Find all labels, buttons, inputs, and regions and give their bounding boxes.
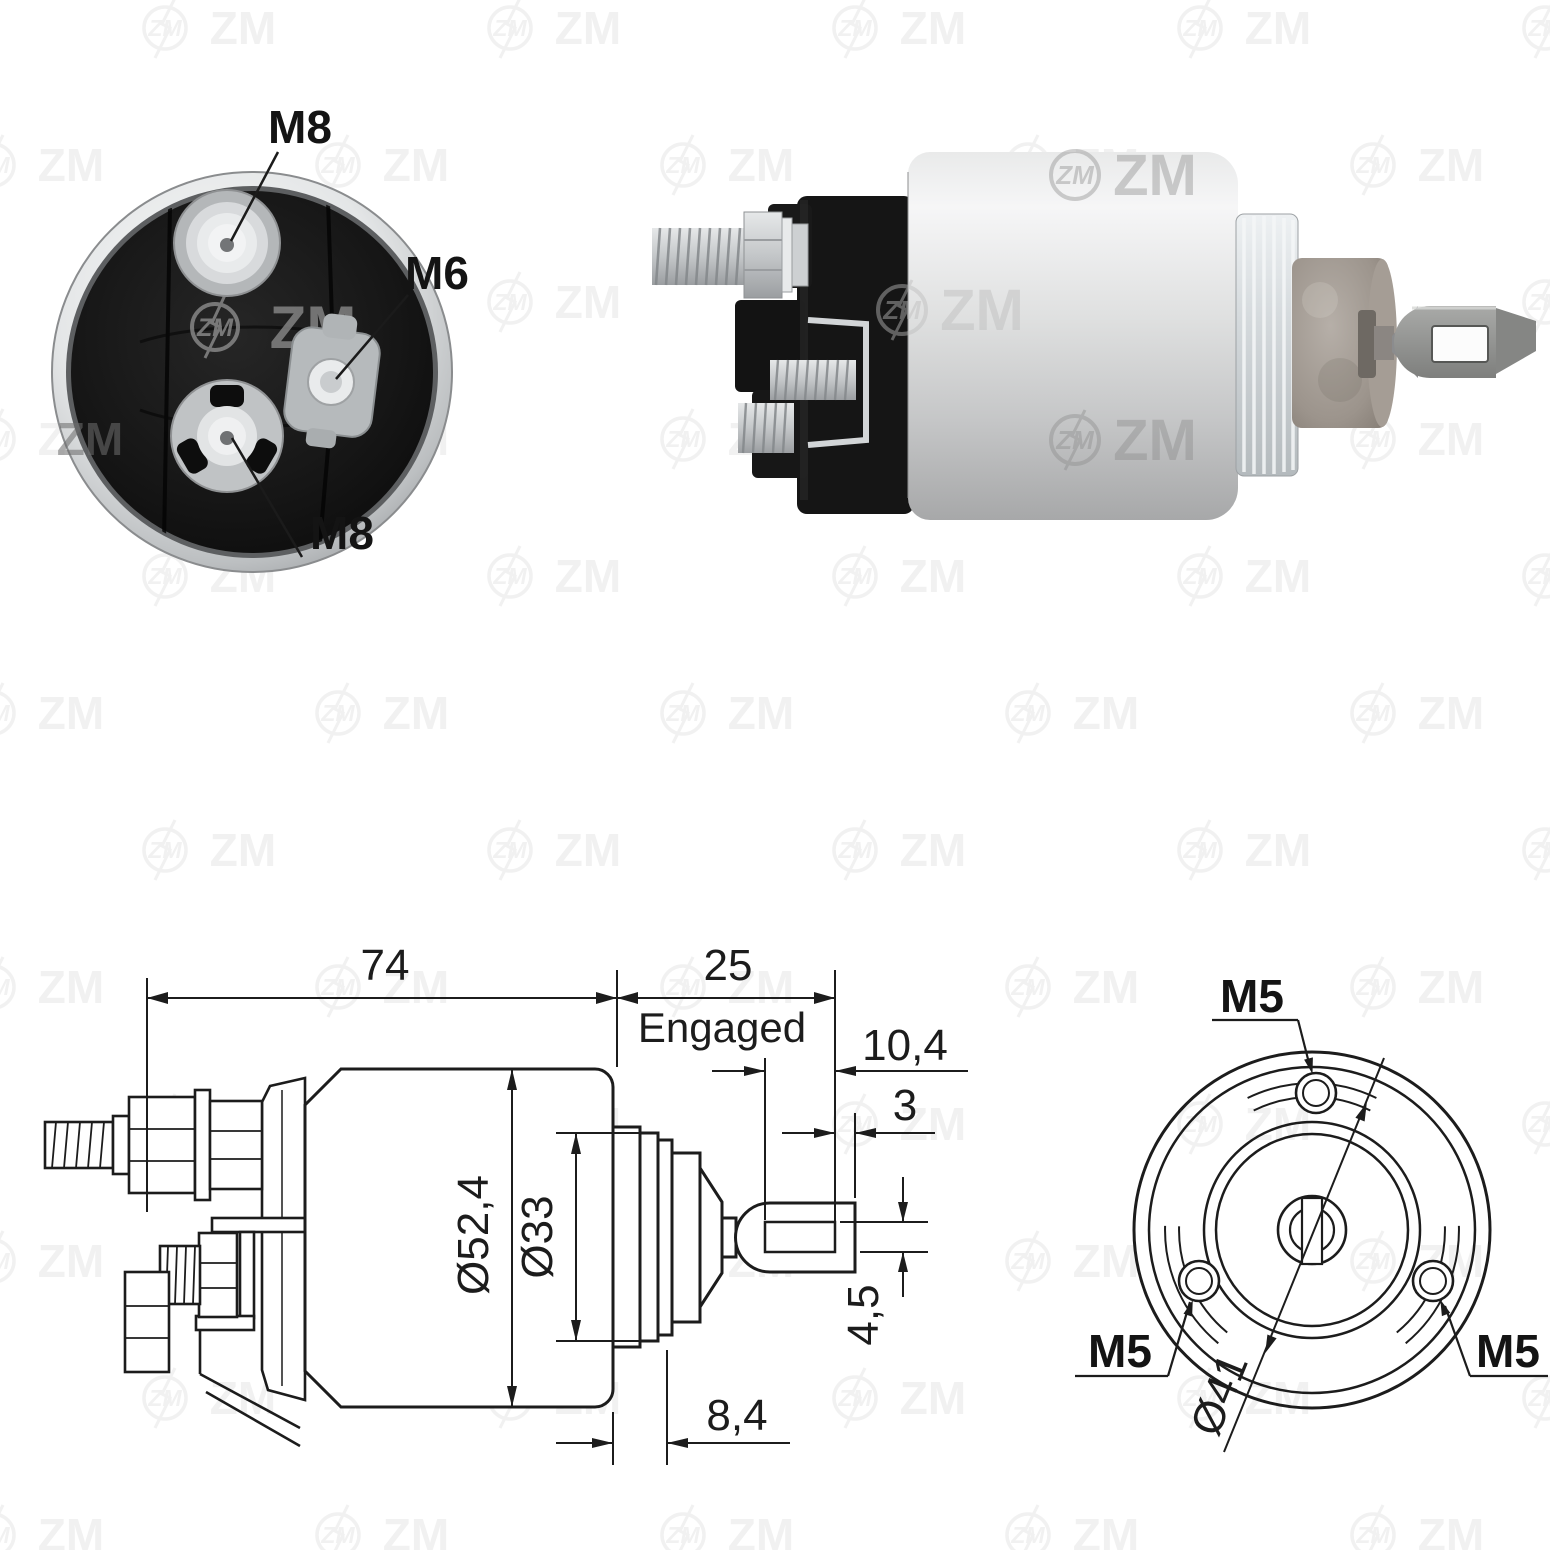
dim-8-4-label: 8,4 [706,1391,767,1440]
photo-wm-text: ZM [940,278,1024,343]
side-view-photo: ZM ZM ZM ZM ZM ZM [652,143,1536,520]
solenoid-body-cylinder [908,151,1238,520]
terminal-m8-top [173,189,281,297]
dim-41 [1223,1057,1385,1453]
dim-52-4 [507,1069,517,1407]
core-steel-cylinder [1292,258,1388,428]
dim-4-5-label: 4,5 [839,1284,888,1345]
flange-center-hub [1276,1194,1348,1266]
cap-spring-clip [807,317,869,448]
plunger-neck [1374,326,1394,360]
photo-wm-text: ZM [1113,143,1197,208]
photo-wm-text: ZM [1055,425,1095,455]
photo-watermarks: ZM ZM ZM ZM ZM ZM [876,143,1197,473]
stud-m8-top [652,211,809,299]
photo-wm-text: ZM [1113,408,1197,473]
dim-10-4-label: 10,4 [862,1021,948,1070]
fork-hole [1431,325,1489,363]
plunger-step-ring [1358,310,1376,378]
dim-8-4 [556,1438,790,1448]
drawing-body [303,1067,615,1409]
face-seam-left [162,207,172,543]
m5-leaders [1075,1018,1548,1378]
leader-m6 [335,294,409,380]
dim-52-4-label: Ø52,4 [449,1175,498,1295]
stud-m8-middle [770,359,856,401]
dim-10-4 [712,1066,968,1076]
engaged-label: Engaged [638,1004,806,1051]
photo-wm-text: ZM [1055,160,1095,190]
flange-holes [1177,1071,1455,1303]
dim-33-label: Ø33 [513,1195,562,1278]
label-m8-top: M8 [268,101,332,153]
leader-m8-bottom [230,437,304,558]
label-m8-bottom: M8 [310,507,374,559]
terminal-m8-bottom [170,379,284,493]
dim-3 [782,1128,935,1138]
flange-circles [1132,1050,1492,1410]
cap-watermark-text2: ZM [57,413,123,465]
label-m5-bottom-left: M5 [1088,1325,1152,1377]
dim-25-label: 25 [704,941,753,990]
fork-blade [1496,308,1536,374]
drawing-fork [734,1201,857,1274]
label-m5-bottom-right: M5 [1476,1325,1540,1377]
drawing-cap-assembly [43,1076,307,1448]
dim-33 [571,1133,581,1341]
drawing-front-steps [611,1125,738,1349]
dim-4-5 [898,1177,908,1297]
dimension-drawing: 74 25 Engaged 10,4 3 Ø52,4 Ø [43,941,968,1465]
leader-m8-top [229,151,280,242]
extension-lines [146,970,928,1465]
stud-m8-lower [738,402,794,454]
dim-74-25 [147,992,835,1004]
cap-black-housing [735,196,914,514]
cap-black-face [71,191,433,553]
label-m6: M6 [405,247,469,299]
label-m5-top: M5 [1220,970,1284,1022]
flange-drawing: Ø41 M5 M5 M5 [1075,970,1548,1453]
dim-74-label: 74 [361,941,410,990]
photo-wm-text: ZM [882,295,922,325]
dim-3-label: 3 [893,1081,917,1130]
rear-view-photo: ZM ZM ZM [51,101,469,573]
